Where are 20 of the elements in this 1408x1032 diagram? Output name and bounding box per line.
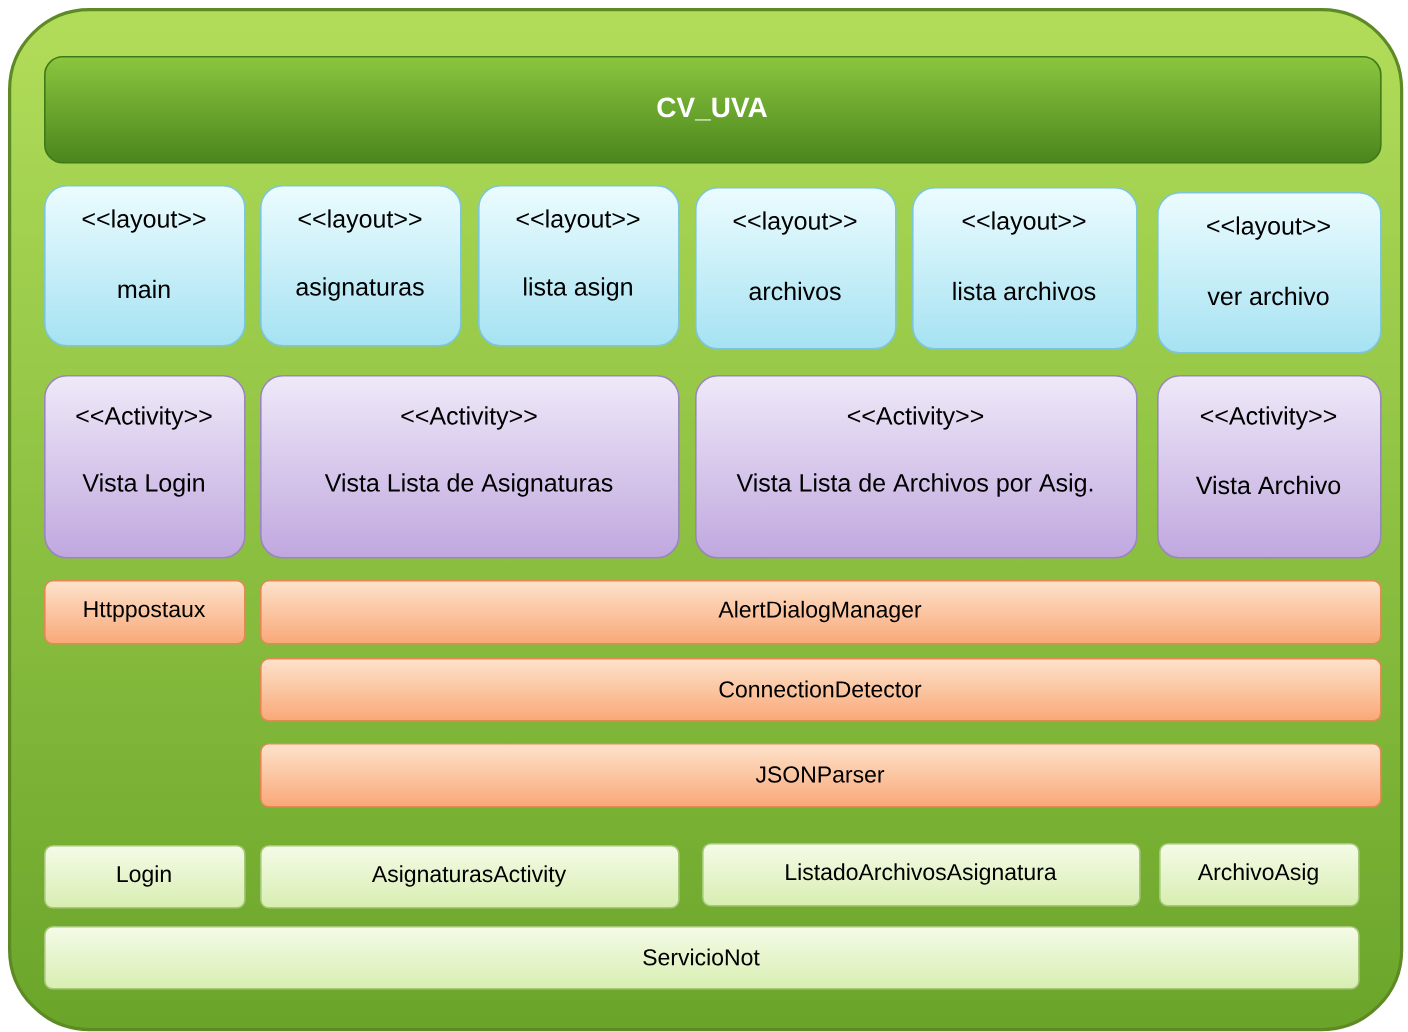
layout-box: <<layout>> archivos: [695, 187, 897, 350]
class-box: AsignaturasActivity: [260, 845, 680, 909]
title-bar: CV_UVA: [44, 56, 1382, 164]
activity-box: <<Activity>> Vista Login: [44, 375, 246, 559]
class-box: JSONParser: [260, 743, 1382, 808]
class-box: Httppostaux: [44, 580, 246, 645]
layout-box: <<layout>> lista archivos: [912, 187, 1138, 350]
class-box: ListadoArchivosAsignatura: [702, 843, 1141, 907]
class-box: ServicioNot: [44, 926, 1360, 990]
layout-box: <<layout>> asignaturas: [260, 185, 462, 347]
activity-box: <<Activity>> Vista Lista de Archivos por Asig.: [695, 375, 1138, 559]
layout-box: <<layout>> lista asign: [478, 185, 680, 347]
activity-box: <<Activity>> Vista Archivo: [1157, 375, 1382, 559]
class-box: AlertDialogManager: [260, 580, 1382, 645]
activity-box: <<Activity>> Vista Lista de Asignaturas: [260, 375, 680, 559]
layout-box: <<layout>> ver archivo: [1157, 192, 1382, 354]
class-box: ArchivoAsig: [1159, 843, 1360, 907]
class-box: Login: [44, 845, 246, 909]
layout-box: <<layout>> main: [44, 185, 246, 347]
class-box: ConnectionDetector: [260, 658, 1382, 722]
